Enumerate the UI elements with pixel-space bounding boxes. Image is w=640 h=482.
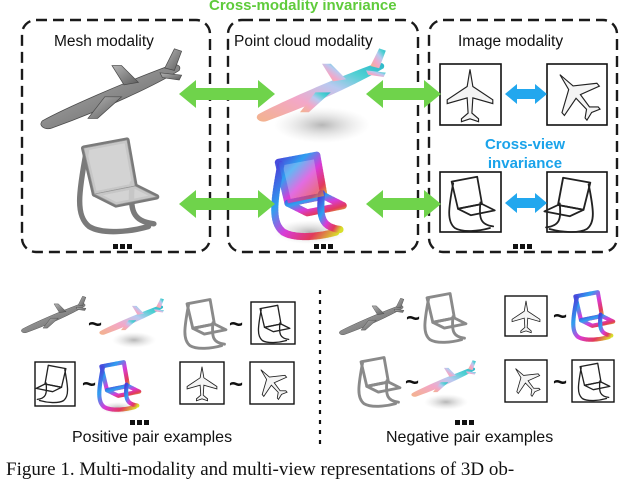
- tilde: ~: [229, 311, 244, 338]
- negative-pair-label: Negative pair examples: [386, 429, 554, 446]
- blue-arrow-top: [505, 84, 547, 104]
- tilde: ~: [88, 311, 103, 338]
- positive-pair-label: Positive pair examples: [72, 429, 233, 446]
- positive-pairs: [21, 295, 296, 425]
- image-view-plane-top: [439, 63, 502, 126]
- mesh-airplane: [40, 48, 183, 130]
- cross-view-label: Cross-view invariance: [470, 135, 580, 173]
- green-arrow-mesh-pc-bottom: [179, 190, 275, 218]
- green-arrow-pc-img-bottom: [366, 190, 441, 218]
- tilde: ~: [553, 369, 568, 396]
- mesh-modality-box: [20, 18, 212, 254]
- image-modality-label: Image modality: [455, 34, 567, 50]
- point-cloud-ellipsis: [314, 244, 333, 249]
- mesh-modality-label: Mesh modality: [51, 34, 157, 50]
- plane-shadow: [274, 107, 370, 143]
- point-cloud-modality-label: Point cloud modality: [231, 34, 376, 50]
- cross-modality-label: Cross-modality invariance: [209, 0, 397, 14]
- image-view-plane-side: [541, 59, 612, 130]
- image-view-chair-front: [439, 171, 502, 233]
- tilde: ~: [229, 371, 244, 398]
- mesh-ellipsis: [113, 244, 132, 249]
- image-view-chair-side: [543, 171, 608, 233]
- blue-arrow-bottom: [505, 193, 547, 213]
- tilde: ~: [553, 303, 568, 330]
- cross-view-label-line2: invariance: [487, 155, 563, 172]
- tilde: ~: [82, 371, 97, 398]
- green-arrow-pc-img-top: [366, 80, 441, 108]
- tilde: ~: [405, 369, 420, 396]
- cross-view-label-line1: Cross-view: [484, 136, 566, 153]
- cross-modality-arrows: [179, 80, 441, 218]
- image-ellipsis: [513, 244, 532, 249]
- green-arrow-mesh-pc-top: [179, 80, 275, 108]
- figure-caption: Figure 1. Multi-modality and multi-view …: [6, 459, 515, 480]
- cross-view-arrows: [505, 84, 547, 213]
- negative-pairs: [339, 292, 614, 425]
- tilde: ~: [406, 305, 421, 332]
